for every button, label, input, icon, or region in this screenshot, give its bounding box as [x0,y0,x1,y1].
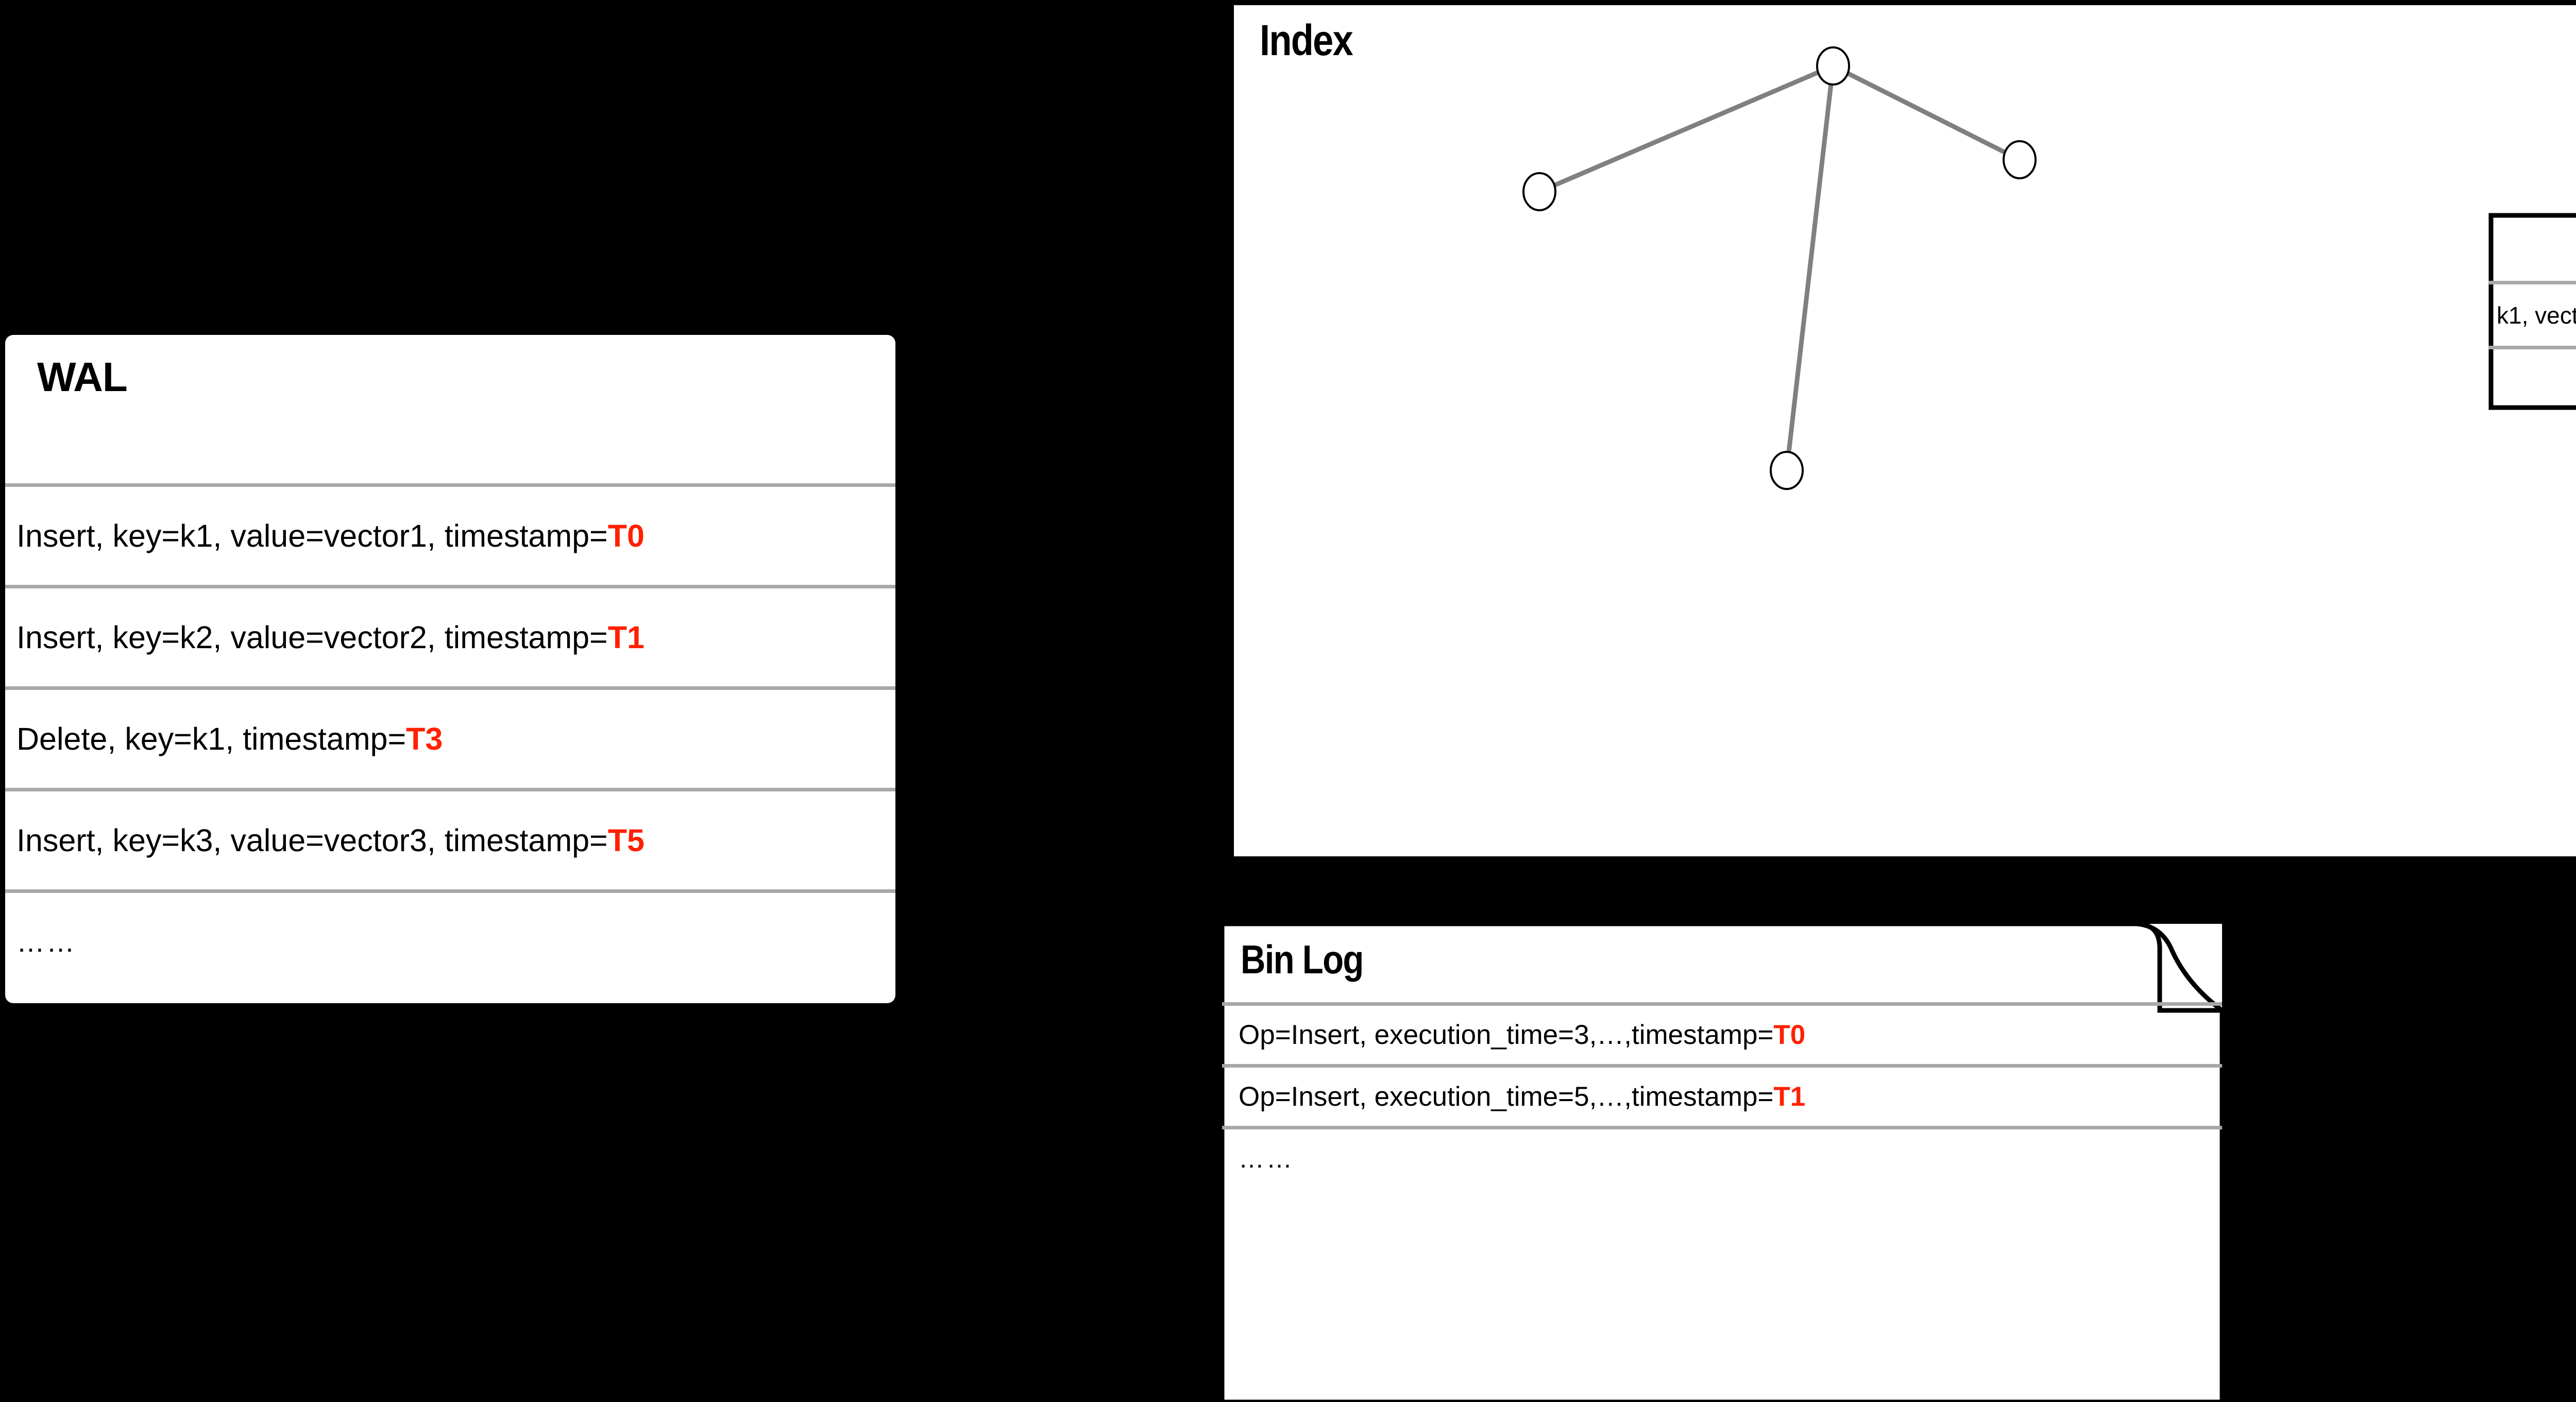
wal-row-text: Insert, key=k3, value=vector3, timestamp… [16,823,645,858]
card-row: k1, vector1, timestamp=T0 [2488,281,2576,346]
tree-edge-middle [1784,65,1836,471]
timestamp-value: T0 [607,518,645,553]
bin-log-row-text: Op=Insert, execution_time=3,…,timestamp=… [1239,1020,1806,1050]
timestamp-value: T0 [1773,1020,1806,1050]
index-title: Index [1260,16,1353,64]
wal-row-text: Insert, key=k2, value=vector2, timestamp… [16,620,645,655]
wal-row-text: …… [16,926,76,958]
bin-log-row-text: Op=Insert, execution_time=5,…,timestamp=… [1239,1082,1806,1112]
tree-edges [1538,63,2021,471]
wal-row: Insert, key=k2, value=vector2, timestamp… [5,585,895,686]
wal-row: Insert, key=k3, value=vector3, timestamp… [5,788,895,889]
wal-row: Insert, key=k1, value=vector1, timestamp… [5,483,895,585]
wal-row-list: Insert, key=k1, value=vector1, timestamp… [5,483,895,991]
bin-log-row: Op=Insert, execution_time=5,…,timestamp=… [1222,1064,2222,1126]
tree-nodes [1522,46,2037,490]
card-row-list: k1, vector1, timestamp=T0 …… [2488,281,2576,410]
timestamp-value: T1 [1773,1082,1806,1112]
tree-node-left [1522,172,1556,211]
timestamp-value: T3 [406,721,443,756]
wal-row-text: Delete, key=k1, timestamp=T3 [16,721,443,756]
wal-row-ellipsis: …… [5,889,895,991]
tree-node-right [2003,140,2037,179]
bin-log-row: Op=Insert, execution_time=3,…,timestamp=… [1222,1002,2222,1064]
card-outline [2488,213,2576,410]
bin-log-panel: Bin Log Op=Insert, execution_time=3,…,ti… [1222,924,2222,1402]
timestamp-value: T5 [607,823,645,858]
tree-node-middle [1770,451,1804,490]
bin-log-row-list: Op=Insert, execution_time=3,…,timestamp=… [1222,1002,2222,1188]
index-segment-card-k1: k1, vector1, timestamp=T0 …… [2488,213,2576,410]
wal-row: Delete, key=k1, timestamp=T3 [5,686,895,788]
bin-log-row-text: …… [1239,1144,1294,1173]
index-panel: Index k1, vector1, timestamp=T0 …… [1234,5,2576,856]
wal-row-text: Insert, key=k1, value=vector1, timestamp… [16,518,645,553]
timestamp-value: T1 [607,620,645,655]
tree-node-root [1816,46,1850,86]
bin-log-row-ellipsis: …… [1222,1126,2222,1188]
tree-edge-left [1538,63,1834,194]
card-row-text: k1, vector1, timestamp=T0 [2497,301,2576,329]
wal-title: WAL [37,354,128,400]
tree-edge-right [1832,63,2021,162]
wal-panel: WAL Insert, key=k1, value=vector1, times… [5,335,895,1003]
bin-log-outline [1222,924,2222,1402]
card-row-ellipsis: …… [2488,346,2576,410]
bin-log-title: Bin Log [1241,937,1364,982]
index-tree-graph [1522,46,2037,490]
